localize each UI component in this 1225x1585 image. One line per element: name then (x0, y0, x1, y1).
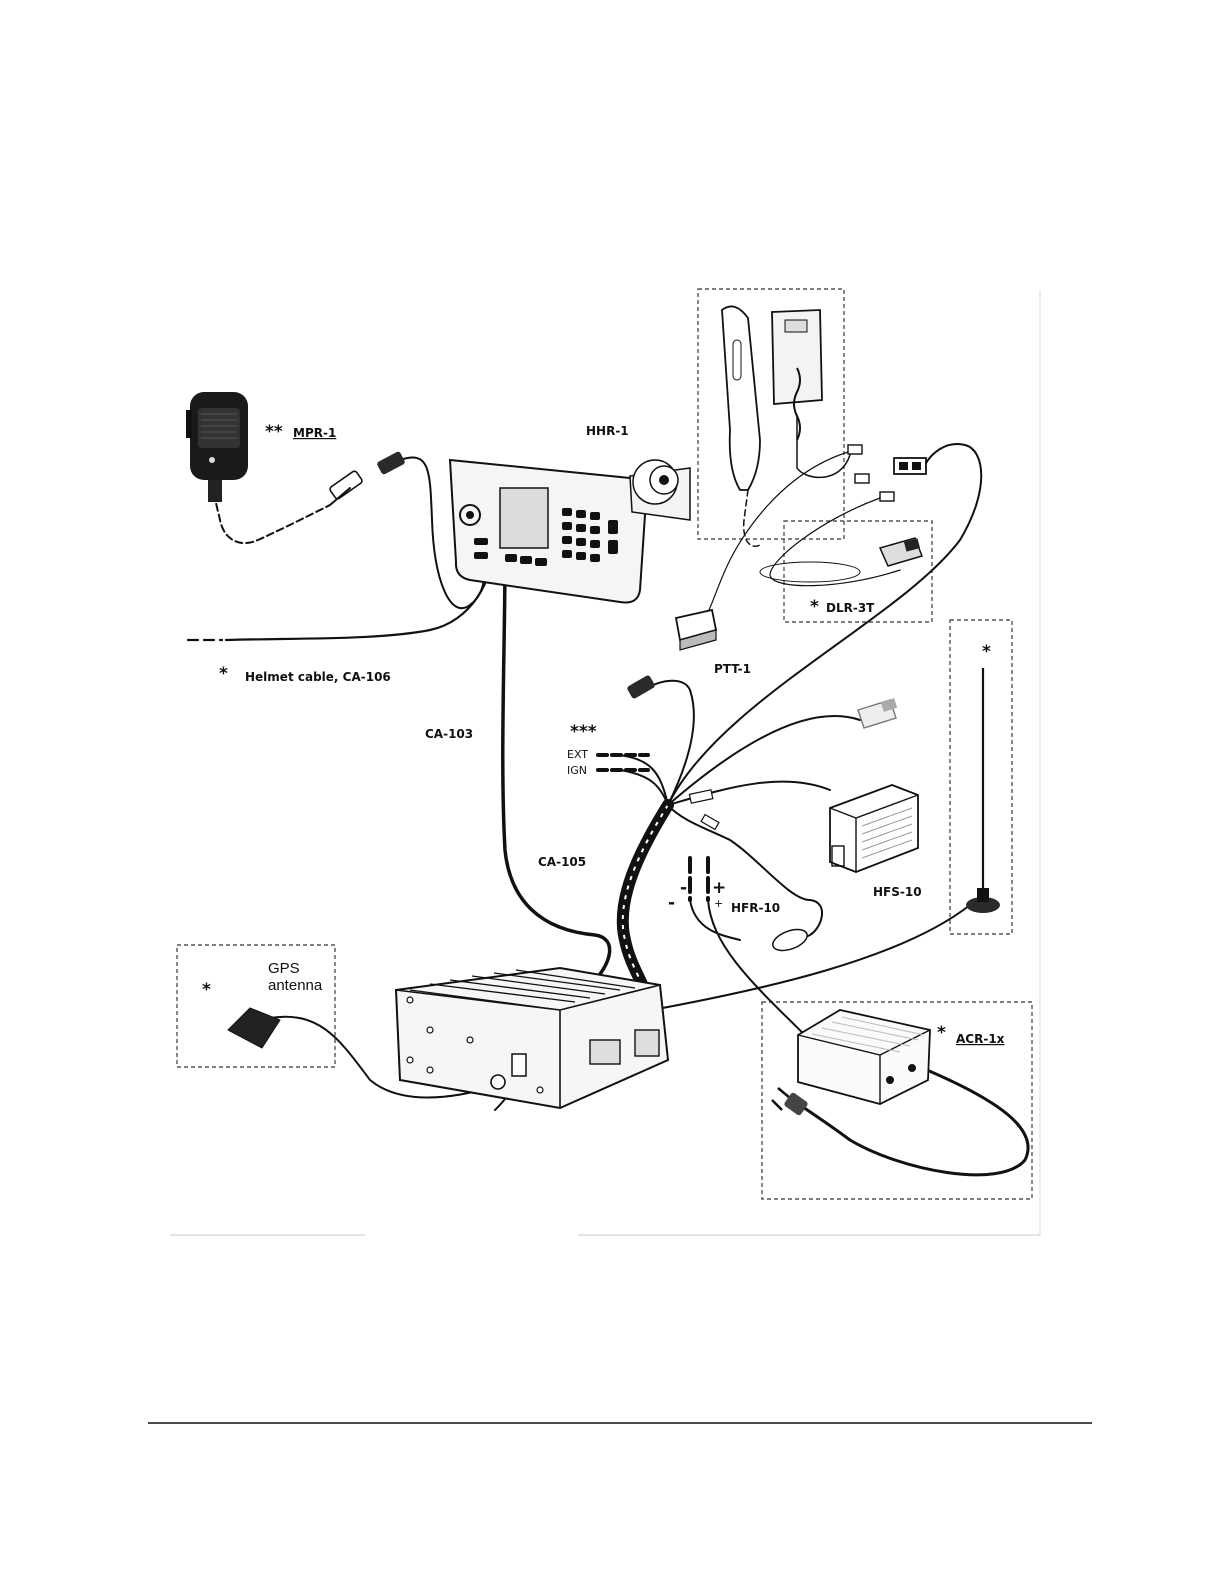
hfs-label: HFS-10 (873, 885, 922, 899)
hfs-10-speaker (830, 785, 918, 872)
plus-1: + (712, 878, 726, 898)
helmet-label: Helmet cable, CA-106 (245, 670, 391, 684)
antenna-option-box (950, 620, 1012, 934)
acr-mark: * (937, 1023, 946, 1043)
ext-connector (626, 674, 656, 699)
ca105-label: CA-105 (538, 855, 586, 869)
mpr-mark: ** (265, 422, 283, 442)
triple-mark: *** (570, 722, 597, 742)
gps-label-line1: GPS (268, 960, 300, 977)
gps-option-box (177, 945, 335, 1067)
vehicle-antenna (966, 668, 1000, 913)
mic-connector (376, 451, 406, 476)
control-head (450, 460, 646, 603)
rj-plugs (848, 445, 894, 501)
hfr-label: HFR-10 (731, 901, 780, 915)
mpr-label: MPR-1 (293, 426, 336, 440)
mpr-1-microphone (186, 392, 363, 502)
data-connector (894, 458, 926, 474)
minus-2: - (668, 893, 675, 913)
gps-label-line2: antenna (268, 977, 323, 994)
hfr-10-microphone (770, 925, 810, 954)
handset (722, 306, 822, 490)
ptt-label: PTT-1 (714, 662, 751, 676)
ptt-1-switch (676, 610, 716, 650)
gps-mark: * (202, 980, 211, 1000)
ign-label: IGN (567, 764, 587, 777)
ext-label: EXT (567, 748, 588, 761)
gps-antenna-puck (228, 1008, 280, 1048)
acr-label: ACR-1x (956, 1032, 1005, 1046)
radio-unit (396, 968, 668, 1108)
dlr-label: DLR-3T (826, 601, 875, 615)
hhr-1-holder (630, 460, 690, 520)
plus-2: + (714, 897, 723, 910)
minus-1: - (680, 878, 687, 898)
dlr-mark: * (810, 597, 819, 617)
db-connector (858, 698, 897, 728)
helmet-mark: * (219, 664, 228, 684)
antenna-mark: * (982, 642, 991, 662)
ca103-label: CA-103 (425, 727, 473, 741)
hhr-label: HHR-1 (586, 424, 629, 438)
